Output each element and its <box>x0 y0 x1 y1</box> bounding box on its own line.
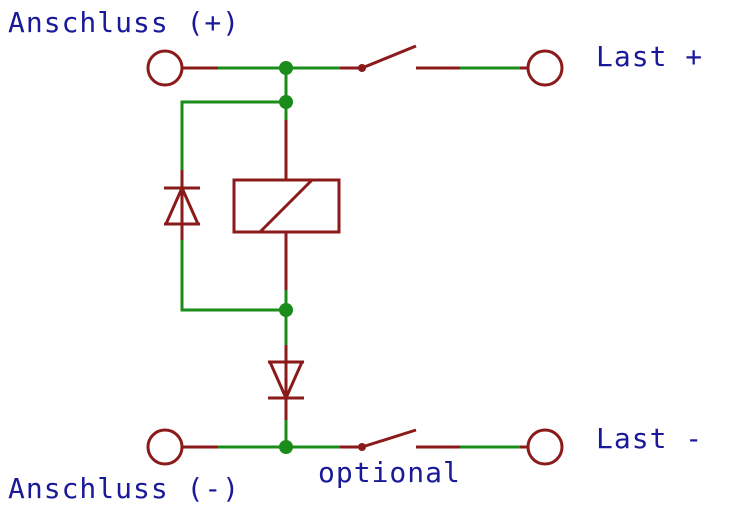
junction-upper <box>279 95 293 109</box>
label-last-minus: Last - <box>596 422 703 455</box>
components <box>146 44 564 466</box>
wire-diode-top <box>180 100 286 170</box>
terminal-load-plus-icon <box>526 49 564 87</box>
terminal-plus-icon <box>146 49 184 87</box>
junctions <box>279 61 293 454</box>
junction-top <box>279 61 293 75</box>
label-anschluss-plus: Anschluss (+) <box>8 6 240 39</box>
junction-bottom <box>279 440 293 454</box>
terminal-load-minus-icon <box>526 428 564 466</box>
wire-diode-bottom <box>180 240 286 312</box>
series-diode-icon <box>267 345 305 420</box>
switch-top-pivot <box>358 64 366 72</box>
junction-lower <box>279 303 293 317</box>
switch-bottom-icon <box>340 428 460 449</box>
relay-coil-icon <box>232 120 341 290</box>
switch-top-icon <box>340 44 460 70</box>
label-anschluss-minus: Anschluss (-) <box>8 472 240 505</box>
label-last-plus: Last + <box>596 40 703 73</box>
flyback-diode-icon <box>163 170 201 240</box>
wires <box>180 66 520 449</box>
label-optional: optional <box>318 456 461 489</box>
switch-bottom-pivot <box>358 443 366 451</box>
terminal-minus-icon <box>146 428 184 466</box>
